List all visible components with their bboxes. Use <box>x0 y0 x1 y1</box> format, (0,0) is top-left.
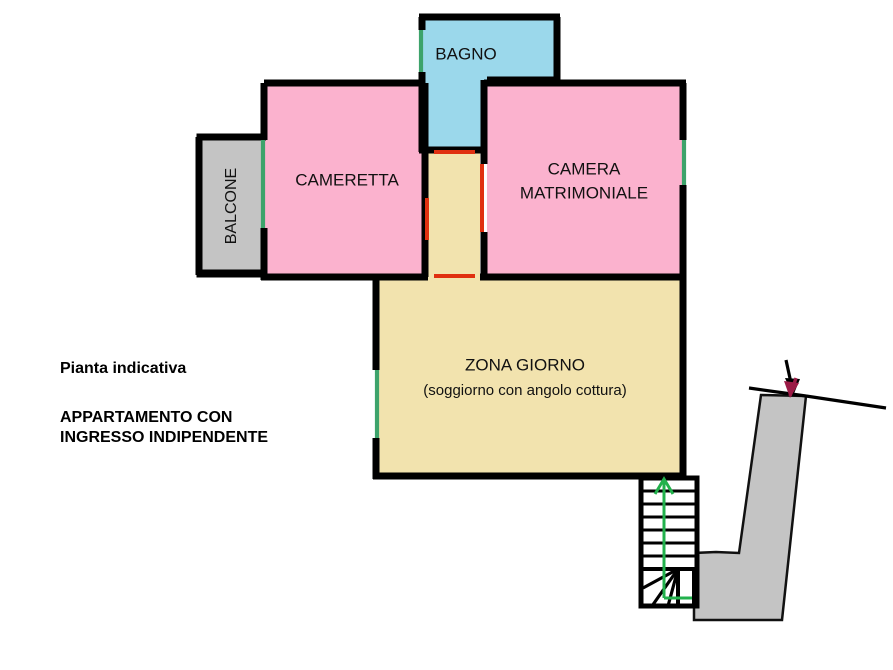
zona-giorno-floor <box>376 277 682 476</box>
vialetto-ingresso-shape <box>692 393 808 622</box>
notes-group: Pianta indicativa APPARTAMENTO CON INGRE… <box>60 360 268 446</box>
camera-matrimoniale-label-line2: MATRIMONIALE <box>520 183 648 202</box>
vialetto-ingresso-group <box>692 393 808 622</box>
stair-arrow-head <box>653 476 675 495</box>
bagno-floor-lower <box>422 81 484 148</box>
stair-treads <box>641 489 697 571</box>
entrance-marker-group <box>748 359 887 410</box>
cameretta-label: CAMERETTA <box>295 170 399 189</box>
zona-giorno-label-line1: ZONA GIORNO <box>465 355 585 374</box>
window-markers-group <box>260 30 687 438</box>
cameretta-group: CAMERETTA <box>264 83 422 277</box>
cameretta-floor <box>264 83 422 277</box>
stair-winder-box <box>639 567 696 608</box>
camera-matrimoniale-floor <box>487 83 682 277</box>
camera-matrimoniale-group: CAMERA MATRIMONIALE <box>487 83 682 277</box>
zona-giorno-group: ZONA GIORNO (soggiorno con angolo cottur… <box>376 277 682 476</box>
corridoio-group <box>428 152 480 277</box>
bagno-floor <box>422 16 557 81</box>
bagno-label: BAGNO <box>435 44 496 63</box>
balcone-label: BALCONE <box>223 168 240 244</box>
stair-winder-riser <box>642 567 679 590</box>
walls-group <box>195 13 687 480</box>
note-line-1: Pianta indicativa <box>60 360 186 377</box>
street-line-right <box>805 394 887 410</box>
bagno-group: BAGNO <box>422 16 557 148</box>
note-line-2: APPARTAMENTO CON <box>60 409 232 426</box>
stair-direction-arrow <box>653 476 692 600</box>
balcone-group: BALCONE <box>196 133 267 278</box>
camera-matrimoniale-label-line1: CAMERA <box>548 159 621 178</box>
note-line-3: INGRESSO INDIPENDENTE <box>60 429 268 446</box>
stair-winder-riser <box>666 568 680 607</box>
entrance-arrow-head-red <box>784 381 799 398</box>
stairs-group <box>638 475 700 609</box>
zona-giorno-label-line2: (soggiorno con angolo cottura) <box>423 382 626 399</box>
street-line-left <box>748 386 807 398</box>
corridoio-floor <box>428 152 480 277</box>
door-markers-group <box>425 150 484 278</box>
